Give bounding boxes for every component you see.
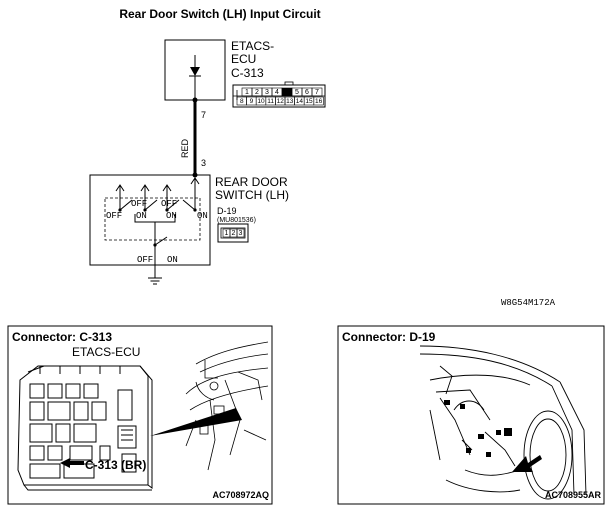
connector-pin-label: 11	[267, 98, 274, 105]
wire-color-label: RED	[180, 138, 190, 158]
switch-on-label: ON	[197, 211, 208, 221]
panel-c313-code: AC708972AQ	[212, 490, 269, 500]
arrow-icon	[60, 458, 84, 468]
wire-pin-bottom: 3	[201, 158, 206, 168]
switch-name-line1: REAR DOOR	[215, 175, 288, 189]
switch-connector-id: D-19	[217, 206, 237, 216]
connector-pin-cell	[313, 96, 324, 106]
connector-pin-cell	[281, 87, 293, 97]
switch-on-label: ON	[136, 211, 147, 221]
connector-pin-label: 2	[255, 89, 259, 96]
c313-callout: C-313 (BR)	[85, 458, 146, 472]
panel-c313-title: Connector: C-313	[12, 330, 112, 344]
connector-pin-label: 4	[275, 89, 279, 96]
connector-pin-label: 1	[225, 230, 229, 237]
connector-d19-panel: Connector: D-19 AC708955AR	[337, 325, 605, 505]
connector-pin-label: 7	[315, 89, 319, 96]
connector-pin-cell	[236, 228, 245, 238]
connector-pin-label: 6	[305, 89, 309, 96]
switch-on-label: ON	[167, 255, 178, 265]
connector-pin-label: 13	[286, 98, 294, 105]
connector-pin-label: 9	[250, 98, 254, 105]
connector-pin-label: 2	[232, 230, 236, 237]
connector-pin-label: 3	[265, 89, 269, 96]
panel-d19-title: Connector: D-19	[342, 330, 436, 344]
switch-off-label: OFF	[106, 211, 122, 221]
switch-off-label: OFF	[131, 199, 147, 209]
connector-pin-label: 12	[277, 98, 285, 105]
etacs-ecu-block	[164, 39, 226, 101]
panel-d19-code: AC708955AR	[545, 490, 602, 500]
connector-pin-label: 16	[315, 98, 323, 105]
diagram-title: Rear Door Switch (LH) Input Circuit	[119, 7, 320, 21]
switch-name-line2: SWITCH (LH)	[215, 188, 289, 202]
connector-pin-label: 10	[257, 98, 265, 105]
panel-c313-subtitle: ETACS-ECU	[72, 345, 140, 359]
wire-pin-top: 7	[201, 110, 206, 120]
diode-icon	[190, 67, 200, 76]
switch-on-label: ON	[166, 211, 177, 221]
switch-part-number: (MU801536)	[217, 217, 256, 224]
connector-pin-label: 1	[245, 89, 249, 96]
connector-pin-label: 15	[305, 98, 313, 105]
connector-pin-label: 14	[296, 98, 304, 105]
rear-door-switch-block	[89, 174, 211, 285]
ground-icon	[148, 277, 162, 285]
connector-pin-cell	[311, 87, 323, 97]
connector-pin-label: 3	[239, 230, 243, 237]
ecu-connector-id: C-313	[231, 66, 264, 80]
connector-pin-label: 5	[295, 89, 299, 96]
ecu-name-line1: ETACS-	[231, 39, 274, 53]
connector-c313-panel: C-313 (BR) Connector: C-313 ETACS-ECU AC…	[7, 325, 273, 505]
connector-pin-label: 8	[240, 98, 244, 105]
switch-off-label: OFF	[137, 255, 153, 265]
arrow-icon	[512, 455, 542, 472]
figure-code: W8G54M172A	[501, 298, 556, 308]
switch-off-label: OFF	[161, 199, 177, 209]
ecu-name-line2: ECU	[231, 52, 256, 66]
red-wire	[192, 97, 198, 178]
